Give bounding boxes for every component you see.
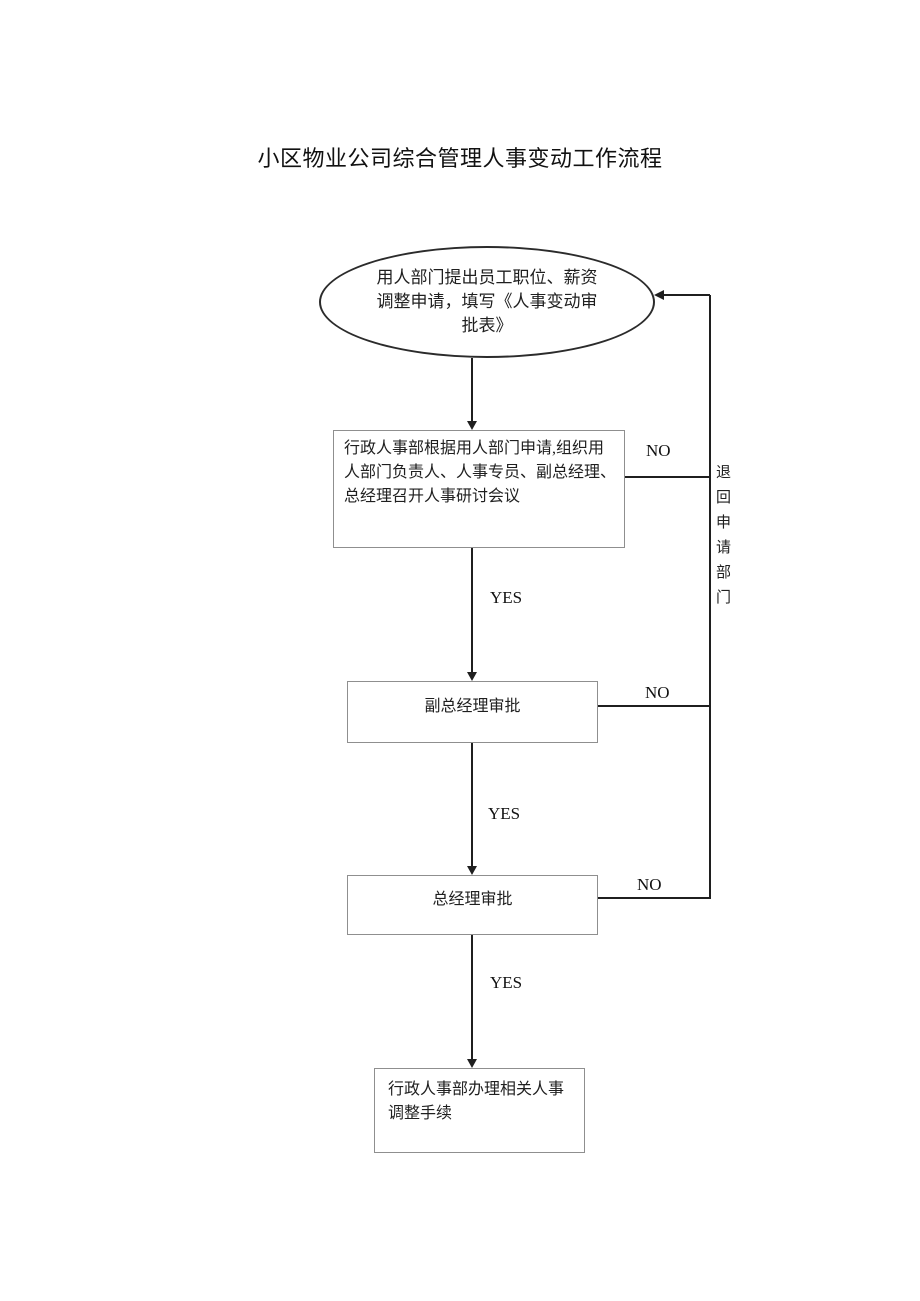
flow-node-gm-approval: 总经理审批 [347,875,598,935]
flow-line-no-deputy [598,705,710,707]
flow-line-no-meeting [625,476,710,478]
arrow-down-icon [467,421,477,430]
arrow-down-icon [467,672,477,681]
edge-label-no-2: NO [645,683,670,702]
edge-label-yes-1: YES [490,588,523,607]
flow-line-return-horizontal [664,294,710,296]
flow-arrow-start-to-meeting [471,358,473,422]
flow-node-start-label: 用人部门提出员工职位、薪资调整申请，填写《人事变动审批表》 [376,268,598,335]
flow-node-deputy-gm-approval: 副总经理审批 [347,681,598,743]
edge-label-no-3: NO [637,875,662,894]
page-title: 小区物业公司综合管理人事变动工作流程 [257,146,663,171]
edge-label-return-department: 退回申请部门 [714,464,730,614]
arrow-left-icon [654,290,664,300]
flow-node-start: 用人部门提出员工职位、薪资调整申请，填写《人事变动审批表》 [319,246,655,358]
flow-node-final-handling: 行政人事部办理相关人事调整手续 [374,1068,585,1153]
flow-arrow-deputy-to-gm [471,743,473,867]
edge-label-no-1: NO [646,441,671,460]
arrow-down-icon [467,866,477,875]
flow-line-return-vertical [709,295,711,899]
arrow-down-icon [467,1059,477,1068]
flow-line-no-gm [598,897,710,899]
edge-label-yes-3: YES [490,973,523,992]
edge-label-yes-2: YES [488,804,521,823]
flow-node-review-meeting: 行政人事部根据用人部门申请,组织用人部门负责人、人事专员、副总经理、总经理召开人… [333,430,625,548]
flow-arrow-gm-to-final [471,935,473,1060]
flow-arrow-meeting-to-deputy [471,548,473,673]
